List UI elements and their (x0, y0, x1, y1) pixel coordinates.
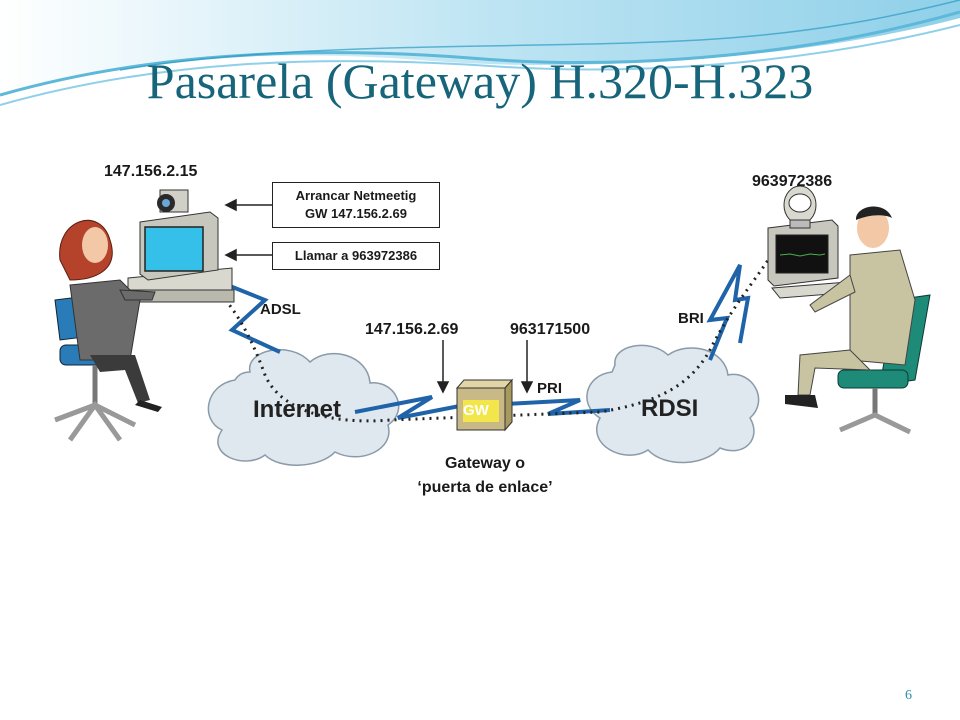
bri-label: BRI (678, 310, 704, 327)
internet-cloud (207, 348, 400, 466)
gateway-box-label: GW (463, 402, 489, 419)
gateway-caption: Gateway o ‘puerta de enlace’ (390, 452, 580, 500)
gateway-number-label: 963171500 (510, 321, 591, 338)
gateway-device (455, 378, 514, 432)
left-terminal-ip: 147.156.2.15 (104, 163, 198, 180)
isdn-cloud-label: RDSI (641, 395, 699, 422)
netmeeting-command-box: Arrancar Netmeetig GW 147.156.2.69 (272, 182, 440, 228)
internet-gateway-link (354, 395, 471, 420)
bri-link (706, 264, 751, 361)
gateway-caption-line-1: Gateway o (444, 455, 526, 472)
gateway-ip-label: 147.156.2.69 (365, 321, 459, 338)
call-command-text: Llamar a 963972386 (294, 248, 418, 263)
call-command-box: Llamar a 963972386 (272, 242, 440, 270)
annotation-arrows (224, 198, 534, 394)
slide-number: 6 (905, 688, 912, 703)
pri-label: PRI (537, 380, 563, 397)
right-terminal-number: 963972386 (752, 173, 833, 190)
command-line-1: Arrancar Netmeetig (295, 188, 417, 203)
left-user-workstation (54, 189, 235, 442)
gateway-caption-line-2: ‘puerta de enlace’ (417, 479, 553, 496)
isdn-cloud (586, 344, 760, 464)
right-user-workstation (767, 185, 931, 435)
pri-link (504, 398, 611, 416)
command-line-2: GW 147.156.2.69 (305, 206, 407, 221)
adsl-label: ADSL (260, 301, 301, 318)
adsl-link (209, 276, 281, 354)
slide-title: Pasarela (Gateway) H.320-H.323 (146, 53, 814, 109)
internet-cloud-label: Internet (253, 396, 342, 423)
header-wave-decoration (0, 0, 960, 106)
